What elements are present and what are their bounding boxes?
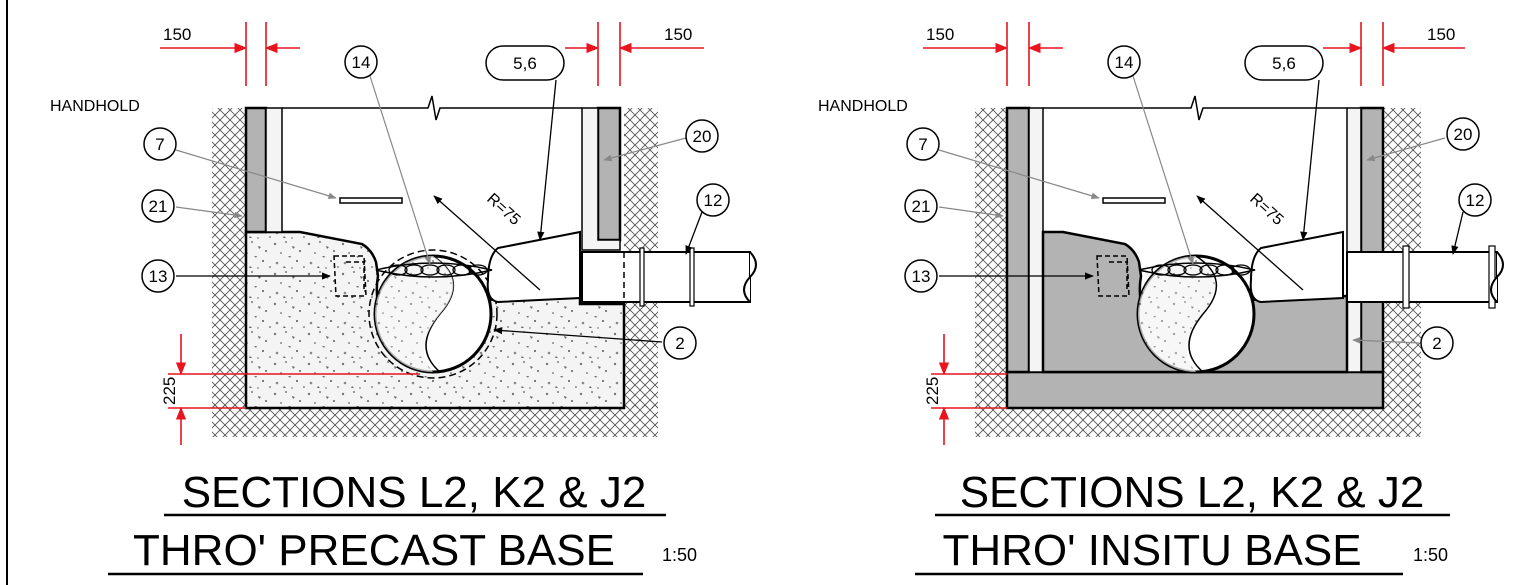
rocker-pipe: [1249, 230, 1344, 304]
callout-13: 13: [904, 259, 1094, 293]
dimension-top-left: [923, 22, 1063, 86]
shaft-wall-left: [1005, 106, 1031, 374]
svg-text:21: 21: [912, 197, 931, 216]
callout-12: 12: [685, 183, 730, 255]
callout-21: 21: [141, 189, 243, 223]
dim-right-label: 150: [664, 25, 692, 44]
callout-21: 21: [904, 189, 1004, 223]
radius-label: R=75: [1246, 190, 1286, 229]
callout-20: 20: [603, 119, 719, 162]
pipe-socket: [1402, 245, 1410, 309]
ground-hatch: [975, 108, 1009, 408]
handhold-step: [339, 197, 403, 204]
dim-base-label: 225: [923, 377, 942, 405]
svg-text:13: 13: [912, 267, 931, 286]
scale-label: 1:50: [1413, 545, 1448, 565]
insitu-base-slab: [1005, 370, 1385, 410]
handhold-label: HANDHOLD: [818, 98, 908, 115]
callout-14: 14: [344, 45, 431, 265]
ground-hatch: [212, 108, 246, 408]
chain-links: [388, 264, 488, 276]
radius-leader: [433, 195, 541, 291]
svg-text:5,6: 5,6: [513, 54, 537, 73]
shaft-wall-left-lining: [265, 107, 283, 233]
pipe-end-break: [743, 251, 757, 303]
svg-text:2: 2: [675, 334, 684, 353]
ground-hatch: [975, 405, 1421, 437]
anchor-box: [1096, 255, 1130, 297]
shaft-wall-right-lining: [1346, 107, 1362, 373]
callout-5-6: 5,6: [1244, 45, 1324, 241]
shaft-wall-right: [1359, 106, 1385, 374]
chain-links: [1151, 264, 1251, 276]
dim-left-label: 150: [926, 25, 954, 44]
callout-2: 2: [493, 326, 697, 360]
dimension-top-right: [1323, 22, 1465, 86]
callout-7: 7: [906, 127, 1100, 200]
title-line-1: SECTIONS L2, K2 & J2: [960, 468, 1425, 517]
svg-text:12: 12: [1466, 191, 1485, 210]
callout-7: 7: [143, 127, 337, 200]
shaft-wall-right-lining: [581, 107, 621, 251]
section-drawing-precast: R=75 150 150 225 HANDHOLD 7: [50, 22, 757, 576]
svg-text:20: 20: [693, 127, 712, 146]
radius-label: R=75: [483, 190, 523, 229]
pipe-end-break: [1490, 251, 1504, 303]
radius-leader: [1196, 195, 1304, 291]
inlet-pipe: [581, 251, 751, 303]
dim-left-label: 150: [163, 25, 191, 44]
top-break-line: [1043, 95, 1347, 121]
svg-text:14: 14: [1115, 53, 1134, 72]
svg-text:7: 7: [918, 135, 927, 154]
ground-hatch: [212, 405, 658, 437]
pipe-socket: [689, 247, 695, 307]
callout-2: 2: [1352, 326, 1454, 360]
callout-12: 12: [1451, 183, 1492, 255]
shaft-wall-left: [244, 106, 268, 234]
title-line-1: SECTIONS L2, K2 & J2: [182, 468, 647, 517]
svg-text:13: 13: [149, 267, 168, 286]
title-line-2: THRO' PRECAST BASE: [133, 526, 615, 575]
svg-text:20: 20: [1454, 125, 1473, 144]
handhold-label: HANDHOLD: [50, 98, 140, 115]
handhold-step: [1102, 197, 1166, 204]
rocker-pipe: [486, 230, 581, 304]
dim-right-label: 150: [1427, 25, 1455, 44]
svg-text:14: 14: [352, 53, 371, 72]
shaft-wall-left-lining: [1028, 107, 1044, 373]
callout-20: 20: [1366, 117, 1480, 162]
shaft-wall-right: [596, 106, 622, 242]
dimension-base: [168, 334, 420, 445]
anchor-box: [333, 255, 367, 297]
svg-text:2: 2: [1432, 334, 1441, 353]
channel-fill: [1138, 256, 1217, 372]
svg-text:12: 12: [704, 191, 723, 210]
top-break-line: [282, 95, 582, 121]
svg-text:21: 21: [149, 197, 168, 216]
benching-curve: [1188, 255, 1218, 373]
callout-5-6: 5,6: [485, 45, 565, 241]
pipe-outline-dashed: [368, 249, 498, 379]
channel-fill: [375, 256, 454, 372]
scale-label: 1:50: [662, 545, 697, 565]
title-line-2: THRO' INSITU BASE: [942, 526, 1361, 575]
dimension-base: [931, 334, 1007, 445]
callout-14: 14: [1107, 45, 1194, 265]
inlet-pipe: [1346, 251, 1498, 303]
pipe-socket: [1488, 245, 1496, 309]
callout-13: 13: [141, 259, 331, 293]
pipe-socket: [639, 247, 645, 307]
dimension-top-left: [160, 22, 300, 86]
dimension-top-right: [565, 22, 704, 86]
svg-text:5,6: 5,6: [1272, 54, 1296, 73]
dim-base-label: 225: [160, 377, 179, 405]
chain: [375, 262, 493, 278]
section-drawing-insitu: R=75 150 150 225 HANDHOLD 7 21: [818, 22, 1504, 576]
svg-text:7: 7: [155, 135, 164, 154]
chain: [1138, 262, 1256, 278]
